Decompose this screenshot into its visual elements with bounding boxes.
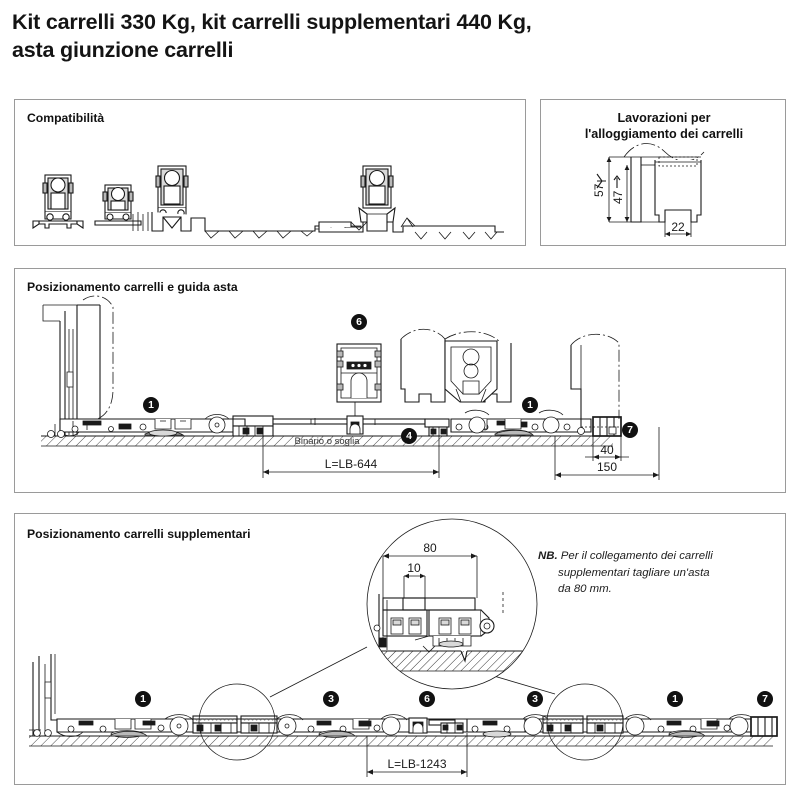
page-title-line-2: asta giunzione carrelli [12,38,234,63]
magnified-detail [366,518,538,690]
page-title-line-1: Kit carrelli 330 Kg, kit carrelli supple… [12,10,532,34]
dimension-lb-1243: L=LB-1243 [366,733,468,777]
dim-57-label: 57 [592,183,606,197]
left-door-profile-extra [29,654,59,737]
dimension-47: 47 [611,165,630,222]
callout-badge-extra-7: 7 [757,691,773,707]
panel-positioning-extra: Posizionamento carrelli supplementari [14,513,786,785]
break-line [623,143,705,162]
trolley-profile-4 [358,165,396,223]
panel-positioning-main: Posizionamento carrelli e guida asta [14,268,786,493]
panel-machining-title-line-2: l'alloggiamento dei carrelli [584,127,744,142]
arrow-glyph-57 [596,173,606,189]
rail-profile-right [318,217,504,240]
callout-badge-6: 6 [351,314,367,330]
callout-badge-extra-1-right: 1 [667,691,683,707]
dim-150-label: 150 [597,460,617,474]
note-nb-line-3: da 80 mm. [558,583,612,596]
dim-47-label: 47 [611,190,625,204]
callout-badge-1-left: 1 [143,397,159,413]
guide-bar [272,402,426,435]
note-nb-line-1: Per il collegamento dei carrelli [557,550,713,562]
detail-source-circle-left [198,683,276,761]
trolley-profile-2 [94,184,142,226]
note-nb-line-2: supplementari tagliare un'asta [558,566,710,579]
left-door-section [42,295,114,435]
note-nb-prefix: NB. [538,550,558,562]
detail-carriage-section [400,328,512,403]
dim-40-label: 40 [600,443,614,457]
dimension-22: 22 [664,210,692,237]
callout-badge-extra-3-left: 3 [323,691,339,707]
positioning-extra-drawing: 80 10 L=LB-1243 [29,518,778,777]
dim-lb-1243-label: L=LB-1243 [387,757,446,771]
leader-left [269,646,368,698]
machining-drawing: 57 47 22 [592,143,705,237]
door-swing-phantom [81,295,114,422]
section-outline [630,156,702,223]
dimension-lb-644: L=LB-644 [262,436,440,478]
end-stop-block [592,416,622,437]
panel-compatibility: Compatibilità [14,99,526,246]
panel-machining-title: Lavorazioni per l'alloggiamento dei carr… [541,110,787,142]
dimension-10: 10 [403,561,426,598]
right-door-jamb [570,333,620,428]
panel-positioning-extra-title: Posizionamento carrelli supplementari [27,527,251,541]
page-title: Kit carrelli 330 Kg, kit carrelli supple… [12,8,782,65]
guide-bar-left-joint [232,415,274,437]
trolley-body-section [444,340,498,403]
compatibility-drawing [32,165,504,240]
positioning-main-drawing: Binario o soglia L=LB-644 40 [41,295,660,480]
trolley-units-extra [67,714,756,738]
callout-badge-4: 4 [401,428,417,444]
dim-lb-644-label: L=LB-644 [325,457,378,471]
callout-badge-1-right: 1 [522,397,538,413]
end-stop-block-extra [750,716,778,737]
dimension-40: 40 [585,436,629,461]
dimension-80: 80 [382,541,478,598]
panel-positioning-main-title: Posizionamento carrelli e guida asta [27,280,238,294]
trolley-profile-1 [32,174,84,230]
dim-80-label: 80 [423,541,437,555]
callout-badge-7: 7 [622,422,638,438]
ground-hatch [41,436,613,446]
carriage-left [47,414,246,438]
detail-source-circle-right [546,683,624,761]
dim-22-label: 22 [671,220,685,234]
panel-machining-title-line-1: Lavorazioni per [617,111,711,125]
ground-hatch-extra [29,736,773,746]
callout-badge-extra-6: 6 [419,691,435,707]
dimension-57: 57 [592,156,659,223]
panel-machining: Lavorazioni per l'alloggiamento dei carr… [540,99,786,246]
note-nb: NB. Per il collegamento dei carrelli sup… [538,548,768,598]
arrow-glyph-47 [613,175,621,188]
carriage-right [424,409,592,437]
callout-badge-extra-3-right: 3 [527,691,543,707]
dimension-150: 150 [554,427,660,480]
dim-10-label: 10 [407,561,421,575]
panel-compatibility-title: Compatibilità [27,111,105,125]
detail-bracket-6 [336,343,382,403]
trolley-profile-3 [155,165,189,229]
callout-badge-extra-1-left: 1 [135,691,151,707]
track-label: Binario o soglia [295,436,361,447]
